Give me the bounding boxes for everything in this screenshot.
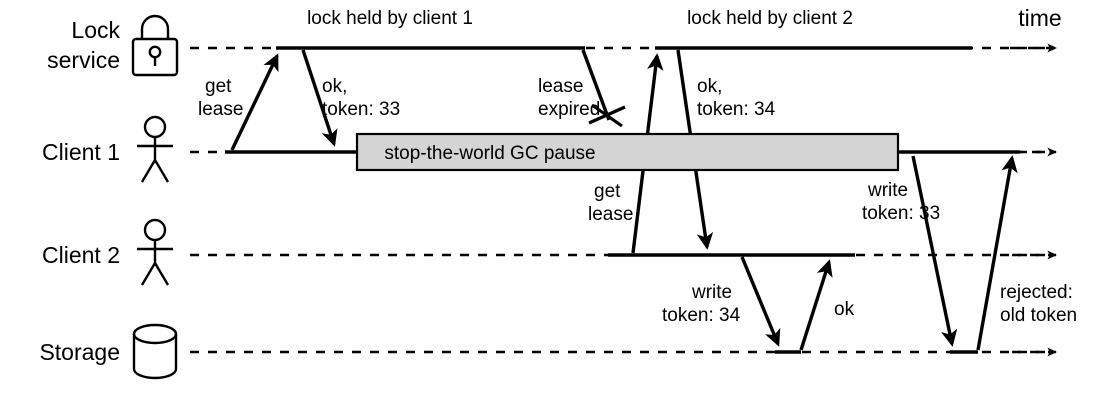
msg-label-get-lease-1-line2: lease [198,99,243,120]
lane-label-lock-service-line1: Lock [71,17,120,43]
msg-label-write-token-33-line2: token: 33 [862,203,940,224]
arrow-write-token-33 [911,155,958,347]
lane-label-client-2: Client 2 [42,242,120,268]
msg-label-write-token-34-line2: token: 34 [662,305,741,326]
arrow-lease-expired [581,49,611,121]
msg-label-ok-token-34-line1: ok, [697,76,722,97]
padlock-icon [131,14,179,77]
phase-label-lock-held-client-1: lock held by client 1 [307,8,473,29]
msg-label-ok-token-33-line1: ok, [322,76,347,97]
person-icon-client-2 [137,218,173,286]
time-axis-label: time [1018,5,1061,31]
msg-label-write-token-33-line1: write [867,180,908,201]
lane-label-client-1: Client 1 [42,139,120,165]
person-icon-client-1 [137,115,173,183]
msg-label-rejected-line1: rejected: [1000,282,1073,303]
arrow-get-lease-client-1 [230,53,279,151]
arrow-rejected-old-token [976,155,1018,351]
msg-label-ok-token-34-line2: token: 34 [697,99,776,120]
msg-label-ok-token-33-line2: token: 33 [322,99,400,120]
gc-pause-label: stop-the-world GC pause [384,143,595,164]
gc-pause-box [355,132,900,172]
msg-label-lease-expired-line2: expired [538,99,600,120]
msg-label-write-token-34-line1: write [691,282,732,303]
arrow-storage-ok [799,259,833,351]
msg-label-get-lease-2-line1: get [594,181,621,202]
lane-client-1: Client 1 [42,115,1057,183]
lane-lock-service: Lock service [47,14,1057,77]
lane-client-2: Client 2 [42,218,1057,286]
msg-label-get-lease-2-line2: lease [588,204,633,225]
phase-label-lock-held-client-2: lock held by client 2 [687,8,853,29]
lane-label-storage: Storage [39,339,120,365]
lease-expired-cross-icon [588,103,626,128]
lane-storage: Storage [39,323,1057,380]
msg-label-lease-expired-line1: lease [538,76,583,97]
lane-label-lock-service-line2: service [47,47,120,73]
arrow-write-token-34 [740,256,781,347]
database-cylinder-icon [132,323,178,380]
msg-label-get-lease-1-line1: get [205,76,232,97]
arrow-ok-token-33 [301,49,338,147]
msg-label-storage-ok: ok [834,299,855,320]
msg-label-rejected-line2: old token [1000,305,1077,326]
